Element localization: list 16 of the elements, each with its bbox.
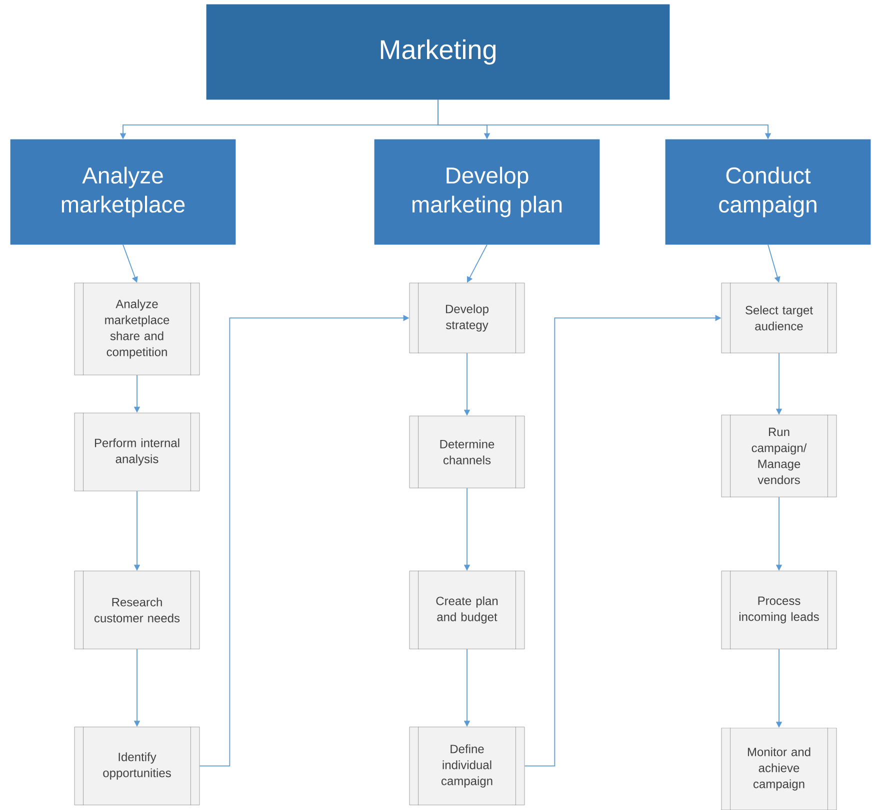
title-box: Marketing bbox=[206, 4, 670, 100]
process-box: Process incoming leads bbox=[721, 570, 837, 650]
process-box: Determine channels bbox=[409, 416, 525, 488]
process-box: Research customer needs bbox=[74, 570, 200, 650]
process-box: Identify opportunities bbox=[74, 726, 200, 806]
process-box: Create plan and budget bbox=[409, 570, 525, 650]
process-box: Perform internal analysis bbox=[74, 412, 200, 492]
process-box: Select target audience bbox=[721, 282, 837, 354]
process-box: Monitor and achieve campaign bbox=[721, 728, 837, 810]
process-box: Analyze marketplace share and competition bbox=[74, 282, 200, 376]
process-box: Define individual campaign bbox=[409, 726, 525, 806]
process-box: Run campaign/ Manage vendors bbox=[721, 414, 837, 498]
heading-box: Develop marketing plan bbox=[374, 139, 600, 245]
process-box: Develop strategy bbox=[409, 282, 525, 354]
heading-box: Conduct campaign bbox=[665, 139, 871, 245]
heading-box: Analyze marketplace bbox=[10, 139, 236, 245]
